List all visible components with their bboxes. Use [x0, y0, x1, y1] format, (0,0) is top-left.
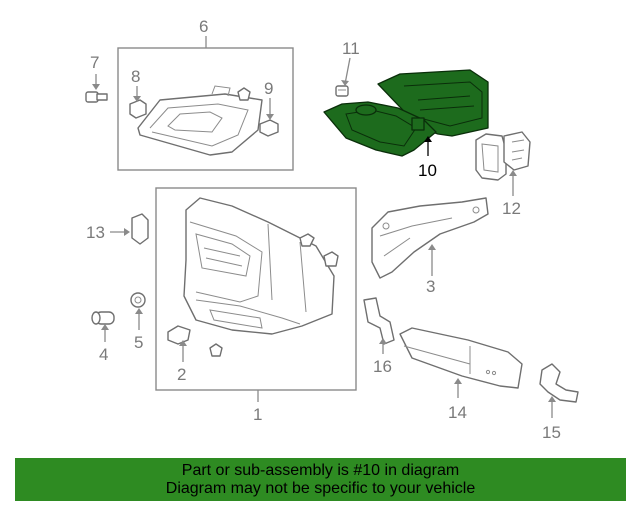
- callout-14[interactable]: 14: [448, 403, 467, 422]
- callout-8[interactable]: 8: [131, 67, 140, 86]
- banner-line-1: Part or sub-assembly is #10 in diagram: [181, 462, 460, 479]
- part-8-clip[interactable]: [129, 99, 147, 119]
- callout-5[interactable]: 5: [134, 333, 143, 352]
- part-9-clip[interactable]: [259, 119, 279, 137]
- part-11-screw[interactable]: [335, 85, 349, 97]
- part-14-trim-panel[interactable]: [399, 327, 523, 389]
- callout-11[interactable]: 11: [342, 39, 360, 58]
- callout-16[interactable]: 16: [373, 357, 392, 376]
- part-clip-small: [237, 87, 251, 101]
- part-3-side-trim[interactable]: [371, 197, 489, 279]
- part-5-nut[interactable]: [130, 292, 146, 308]
- part-12-bracket[interactable]: [475, 131, 531, 181]
- callout-7[interactable]: 7: [90, 53, 99, 72]
- part-clip-a: [299, 233, 315, 247]
- part-4-bolt[interactable]: [91, 311, 115, 325]
- callout-2[interactable]: 2: [177, 365, 186, 384]
- part-6-vent-bezel[interactable]: [137, 85, 263, 156]
- leader-lines: [92, 36, 556, 418]
- callout-1[interactable]: 1: [253, 405, 262, 424]
- parts-diagram: 6 7 8 9 11 10 12 13 3 4 5 2 16 1 14 15: [85, 17, 579, 442]
- callout-10[interactable]: 10: [418, 161, 437, 180]
- part-13-cap[interactable]: [131, 213, 149, 245]
- callout-12[interactable]: 12: [502, 199, 521, 218]
- part-2-clip[interactable]: [167, 325, 223, 357]
- part-7-screw[interactable]: [85, 91, 108, 103]
- part-10-console-pocket[interactable]: [323, 69, 489, 157]
- callout-9[interactable]: 9: [264, 79, 273, 98]
- callout-3[interactable]: 3: [426, 277, 435, 296]
- callout-13[interactable]: 13: [86, 223, 105, 242]
- part-1-console-panel[interactable]: [183, 197, 335, 335]
- banner-line-2: Diagram may not be specific to your vehi…: [165, 480, 476, 497]
- callout-4[interactable]: 4: [99, 345, 108, 364]
- part-clip-b: [323, 251, 339, 267]
- info-banner: Part or sub-assembly is #10 in diagram D…: [15, 458, 626, 501]
- part-15-clip-bracket[interactable]: [539, 363, 579, 403]
- callout-6[interactable]: 6: [199, 17, 208, 36]
- part-16-bracket[interactable]: [363, 297, 395, 345]
- callout-15[interactable]: 15: [542, 423, 561, 442]
